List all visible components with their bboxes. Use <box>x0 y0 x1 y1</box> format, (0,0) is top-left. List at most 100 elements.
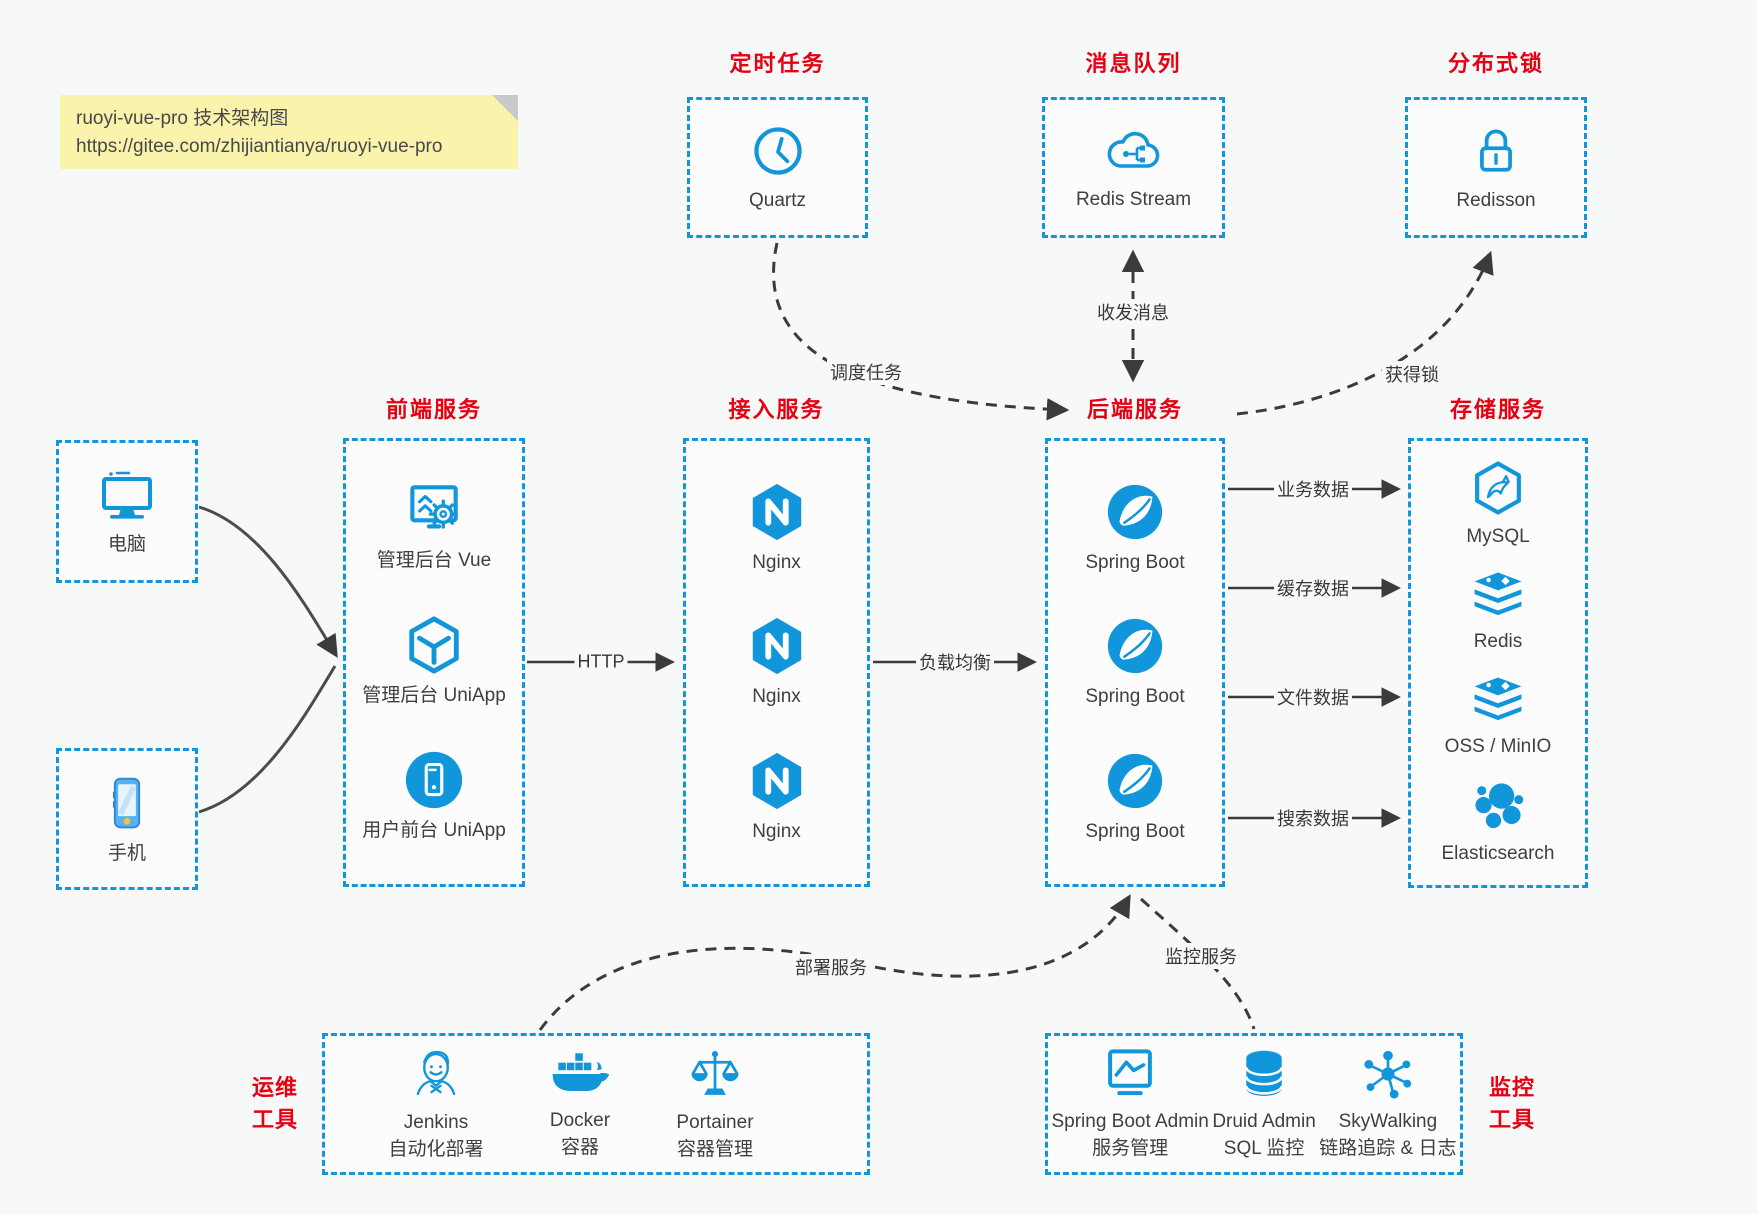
computer-icon <box>102 471 152 519</box>
node-label: Druid Admin <box>1212 1111 1316 1133</box>
edge-label-deploy-service: 部署服务 <box>792 954 870 980</box>
group-title-frontend: 前端服务 <box>385 397 482 422</box>
node-label: Nginx <box>752 686 801 708</box>
box-storage: MySQL Redis OSS / MinIO Elas <box>1408 438 1588 888</box>
node-spring-boot-admin: Spring Boot Admin 服务管理 <box>1051 1046 1209 1161</box>
node-quartz: Quartz <box>748 121 808 214</box>
group-title-ops: 运维 工具 <box>240 1072 310 1136</box>
box-monitoring: Spring Boot Admin 服务管理 Druid Admin SQL 监… <box>1045 1033 1463 1175</box>
node-springboot-3: Spring Boot <box>1085 750 1185 845</box>
group-title-backend: 后端服务 <box>1086 397 1183 422</box>
node-jenkins: Jenkins 自动化部署 <box>388 1045 483 1162</box>
note-title: ruoyi-vue-pro 技术架构图 <box>76 108 289 129</box>
edge-phone-frontend <box>198 665 337 814</box>
ops-title-line1: 运维 <box>251 1075 298 1100</box>
edge-label-http: HTTP <box>574 651 628 673</box>
node-nginx-3: Nginx <box>746 750 808 845</box>
node-sublabel: 自动化部署 <box>388 1139 484 1160</box>
edge-acquire-lock <box>1236 250 1494 416</box>
lock-icon <box>1480 129 1512 172</box>
box-frontend: 管理后台 Vue 管理后台 UniApp 用户前台 UniApp <box>343 438 525 887</box>
node-label: Spring Boot <box>1085 551 1185 573</box>
spring-boot-icon <box>1107 619 1163 674</box>
node-admin-uniapp: 管理后台 UniApp <box>362 614 506 709</box>
box-ops: Jenkins 自动化部署 Docker 容器 <box>322 1033 870 1175</box>
admin-vue-icon <box>410 485 458 529</box>
edge-computer-frontend <box>198 505 338 658</box>
box-phone: 手机 <box>56 748 198 890</box>
spring-boot-icon <box>1107 753 1163 808</box>
skywalking-icon <box>1364 1051 1412 1099</box>
edge-label-send-receive: 收发消息 <box>1094 299 1172 325</box>
node-oss-minio: OSS / MinIO <box>1445 673 1551 760</box>
phone-icon <box>112 777 141 828</box>
user-app-icon <box>405 751 463 809</box>
edge-label-acquire-lock: 获得锁 <box>1382 361 1442 387</box>
node-phone: 手机 <box>97 772 157 867</box>
ops-title-line2: 工具 <box>251 1106 298 1132</box>
node-label: 管理后台 UniApp <box>362 685 506 707</box>
group-title-storage: 存储服务 <box>1449 397 1546 422</box>
node-skywalking: SkyWalking 链路追踪 & 日志 <box>1319 1046 1457 1161</box>
monitoring-title-line2: 工具 <box>1488 1106 1535 1132</box>
node-label: Portainer <box>676 1112 754 1134</box>
edge-label-monitor-service: 监控服务 <box>1162 943 1240 969</box>
node-sublabel: SQL 监控 <box>1223 1138 1305 1159</box>
node-label: Nginx <box>752 820 801 842</box>
box-lock: Redisson <box>1405 97 1587 238</box>
box-mq: Redis Stream <box>1042 97 1225 238</box>
group-title-scheduler: 定时任务 <box>729 51 826 76</box>
node-label: Redisson <box>1456 190 1536 212</box>
node-redisson: Redisson <box>1456 121 1536 214</box>
node-label: Quartz <box>748 190 807 212</box>
box-gateway: Nginx Nginx Nginx <box>683 438 870 887</box>
edge-label-business-data: 业务数据 <box>1274 476 1352 502</box>
druid-icon <box>1245 1051 1284 1097</box>
node-label: Spring Boot Admin <box>1051 1111 1209 1133</box>
node-redis: Redis <box>1468 568 1528 655</box>
node-label: Redis <box>1473 631 1523 653</box>
monitoring-title-line1: 监控 <box>1488 1075 1535 1100</box>
edge-label-search-data: 搜索数据 <box>1274 805 1352 831</box>
node-label: SkyWalking <box>1338 1111 1438 1133</box>
node-elasticsearch: Elasticsearch <box>1442 778 1555 867</box>
node-label: Jenkins <box>403 1112 469 1134</box>
edge-label-file-data: 文件数据 <box>1274 684 1352 710</box>
elasticsearch-icon <box>1475 783 1524 829</box>
node-sublabel: 链路追踪 & 日志 <box>1319 1138 1457 1159</box>
node-sublabel: 容器 <box>560 1137 599 1158</box>
node-admin-vue: 管理后台 Vue <box>377 481 491 574</box>
box-scheduler: Quartz <box>687 97 868 238</box>
node-springboot-2: Spring Boot <box>1085 615 1185 710</box>
nginx-icon <box>752 618 801 675</box>
cloud-stream-icon <box>1108 132 1160 168</box>
node-nginx-2: Nginx <box>746 615 808 710</box>
group-title-lock: 分布式锁 <box>1447 51 1544 76</box>
box-computer: 电脑 <box>56 440 198 583</box>
spring-boot-admin-icon <box>1108 1049 1153 1096</box>
nginx-icon <box>752 483 801 540</box>
uniapp-cube-icon <box>409 616 459 674</box>
node-label: 手机 <box>107 842 146 864</box>
node-user-uniapp: 用户前台 UniApp <box>362 749 506 844</box>
node-label: Spring Boot <box>1085 686 1185 708</box>
node-computer: 电脑 <box>95 465 159 558</box>
node-label: Nginx <box>752 551 801 573</box>
edge-schedule-task <box>772 242 1070 421</box>
node-mysql: MySQL <box>1466 459 1530 550</box>
node-label: 电脑 <box>107 534 146 556</box>
edge-label-cache-data: 缓存数据 <box>1274 575 1352 601</box>
mysql-icon <box>1475 461 1521 515</box>
node-druid: Druid Admin SQL 监控 <box>1212 1046 1316 1161</box>
group-title-monitoring: 监控 工具 <box>1477 1072 1547 1136</box>
node-label: Docker <box>549 1110 611 1132</box>
edge-label-load-balance: 负载均衡 <box>916 649 994 675</box>
node-label: Redis Stream <box>1075 189 1192 211</box>
box-backend: Spring Boot Spring Boot Spring Boot <box>1045 438 1225 887</box>
node-sublabel: 容器管理 <box>676 1139 753 1160</box>
title-note: ruoyi-vue-pro 技术架构图 https://gitee.com/zh… <box>60 95 518 169</box>
storage-stack-icon <box>1474 677 1522 721</box>
node-docker: Docker 容器 <box>547 1047 613 1160</box>
spring-boot-icon <box>1107 484 1163 539</box>
group-title-gateway: 接入服务 <box>728 397 825 422</box>
